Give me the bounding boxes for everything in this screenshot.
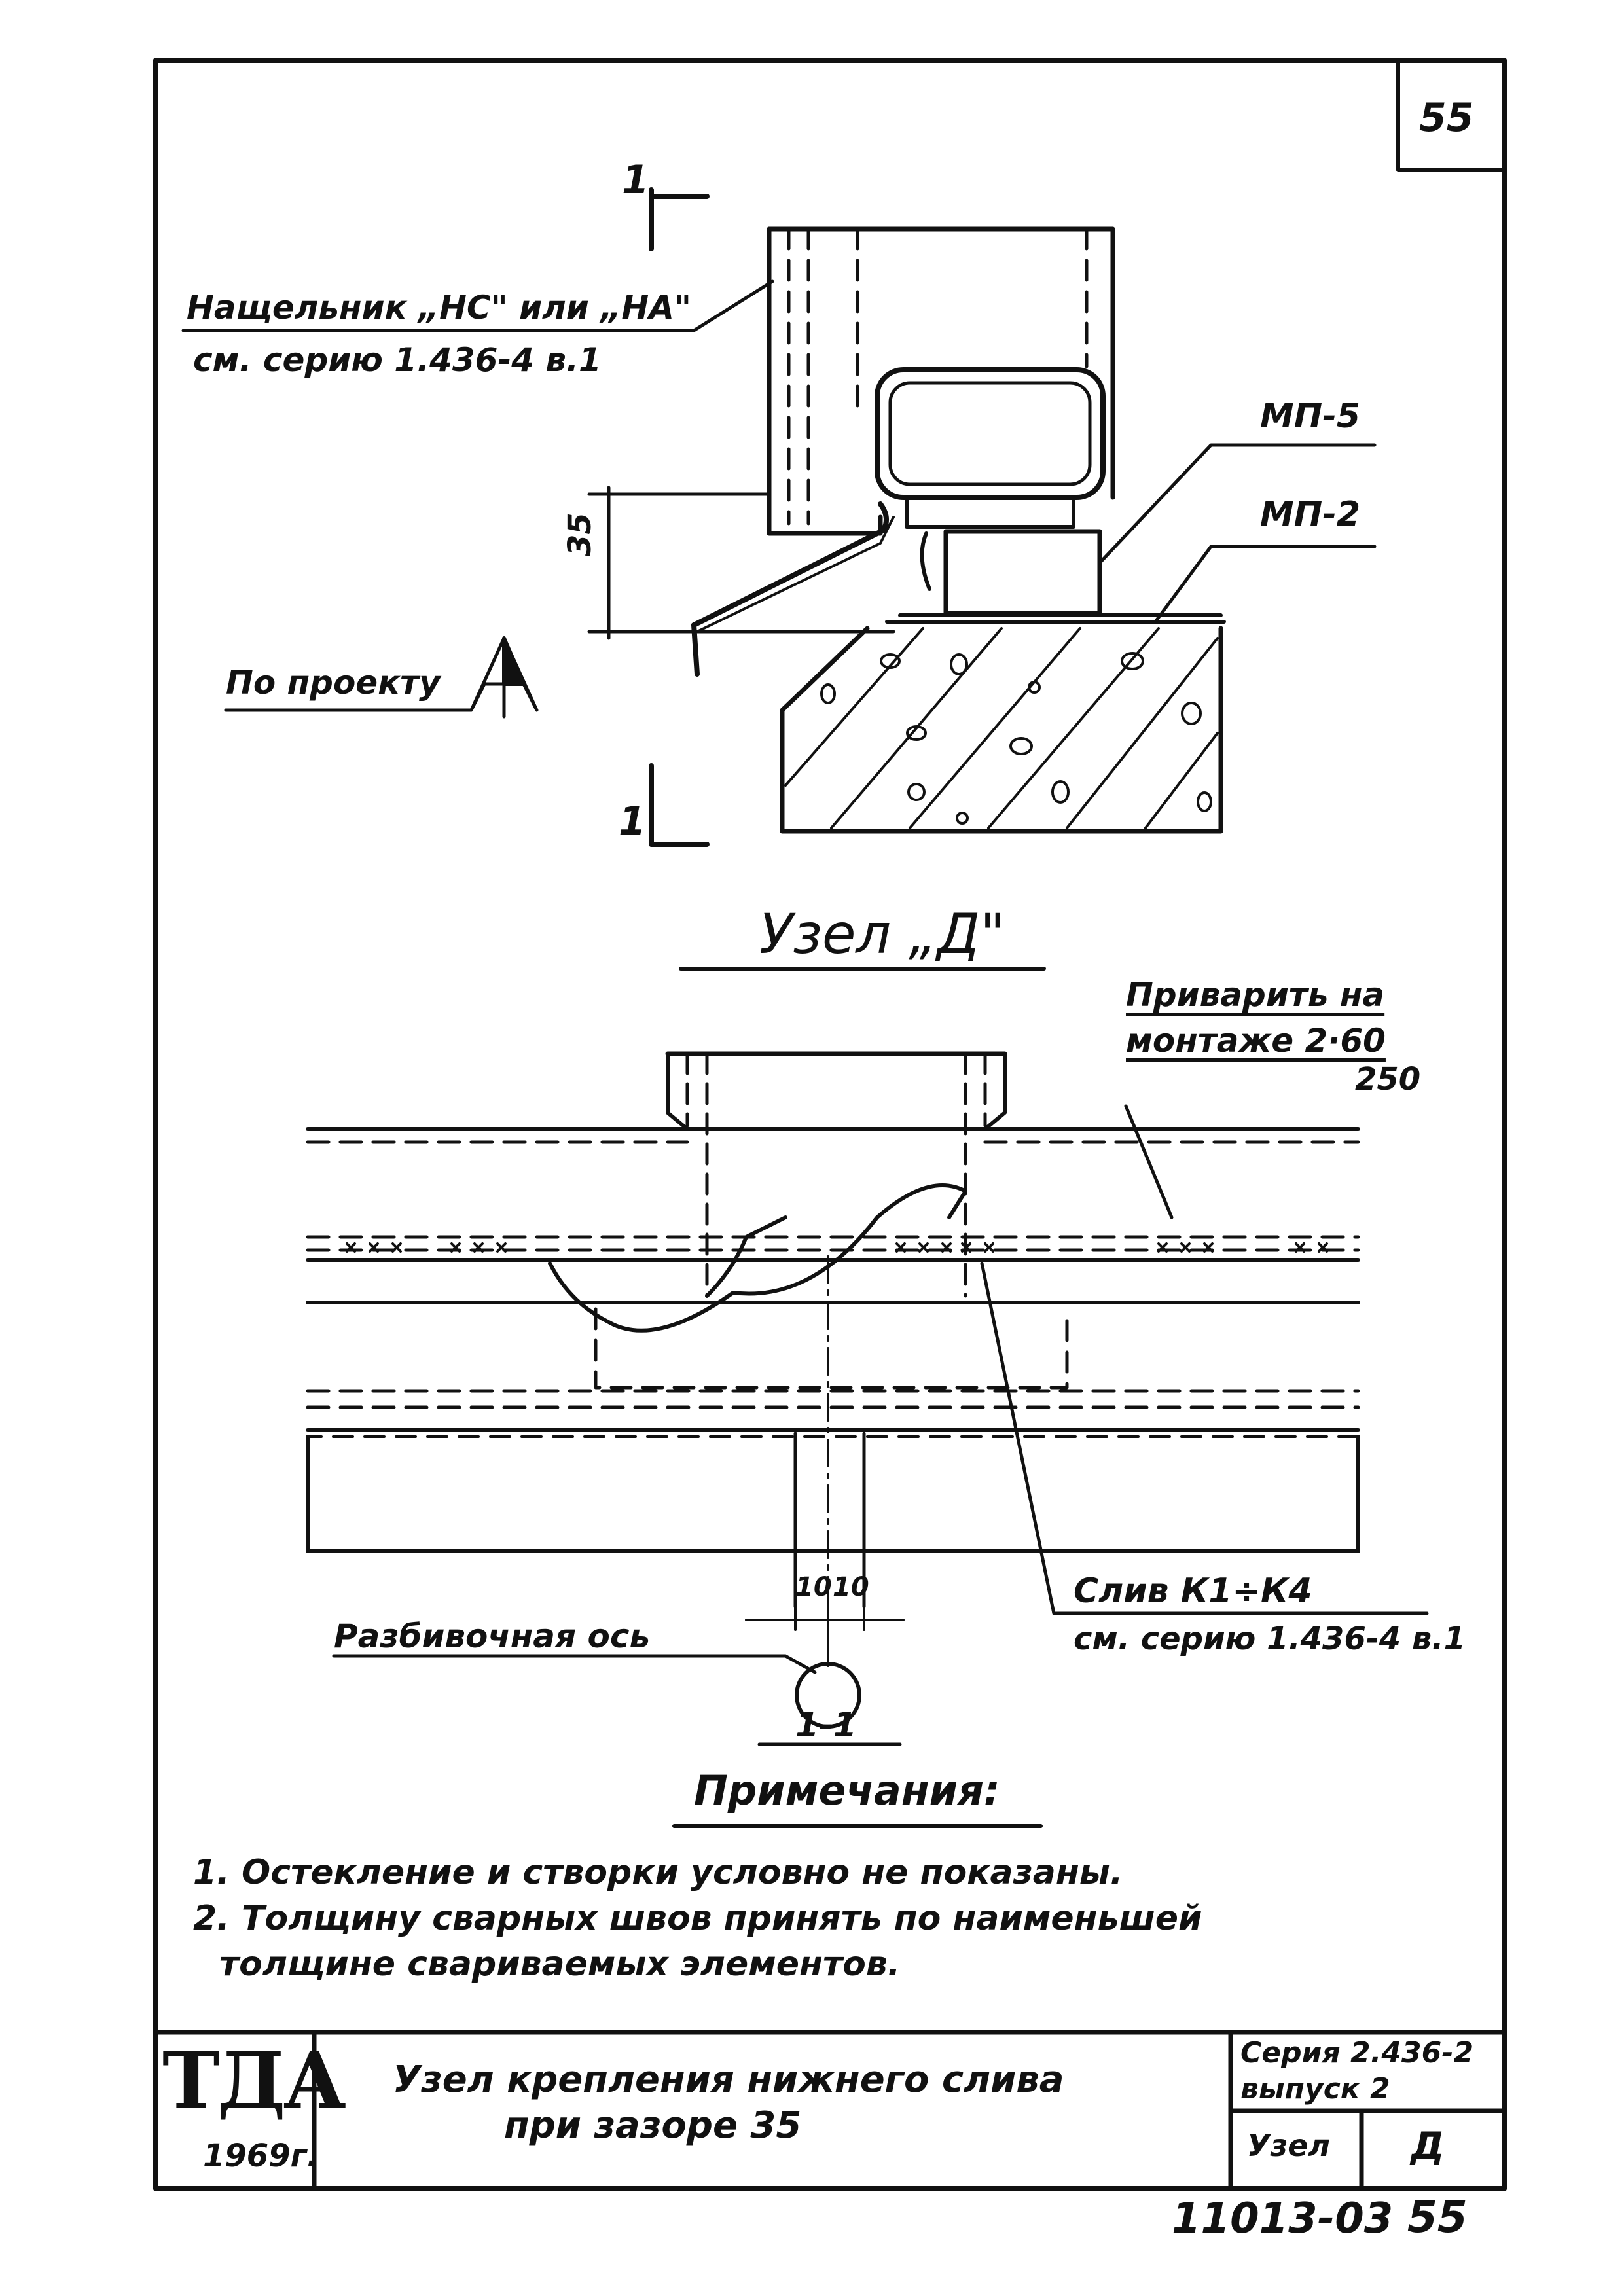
leader-mp5 xyxy=(1098,443,1377,565)
label-razbivochnaya-os: Разбивочная ось xyxy=(334,1617,651,1655)
label-nashchelnik-2: см. серию 1.436-4 в.1 xyxy=(193,341,602,379)
mp2-plate xyxy=(885,613,1226,624)
concrete-hatch xyxy=(784,627,1219,829)
concrete-base xyxy=(780,626,1223,834)
label-privarit-3: 250 xyxy=(1355,1061,1421,1098)
title-block-node-value: Д xyxy=(1411,2124,1445,2168)
tube xyxy=(875,367,1106,500)
label-sliv-1: Слив К1÷К4 xyxy=(1074,1572,1312,1611)
title-block-logo: ТДА xyxy=(162,2035,346,2126)
leader-mp2 xyxy=(1153,545,1377,624)
label-mp2: МП-2 xyxy=(1260,495,1361,534)
dim-10-right: 10 xyxy=(833,1572,869,1602)
page-number: 55 xyxy=(1419,95,1474,141)
dim-35-value: 35 xyxy=(562,512,598,556)
doc-number: 11013-03 xyxy=(1172,2195,1394,2243)
mullion-outer xyxy=(767,226,883,536)
label-mp5: МП-5 xyxy=(1260,397,1361,436)
title-block-issue: выпуск 2 xyxy=(1240,2072,1390,2106)
dim-10-left: 10 xyxy=(795,1572,832,1602)
axis-column xyxy=(793,1431,866,1609)
label-sliv-2: см. серию 1.436-4 в.1 xyxy=(1074,1621,1466,1657)
title-block-series: Серия 2.436-2 xyxy=(1240,2036,1474,2070)
section-mark: 1-1 xyxy=(795,1706,857,1745)
flashing xyxy=(691,501,889,677)
notes-title: Примечания: xyxy=(694,1767,1000,1814)
doc-page: 55 xyxy=(1407,2192,1468,2242)
title-block-year: 1969г. xyxy=(203,2138,319,2174)
mp5-block xyxy=(943,529,1102,616)
cut-mark-top xyxy=(649,187,710,251)
leader-sliv xyxy=(980,1261,1429,1615)
label-privarit-2: монтаже 2·60 xyxy=(1126,1022,1386,1060)
sheet-frame xyxy=(153,58,1507,2191)
node-d-drawing xyxy=(306,967,1429,1746)
section-drawing xyxy=(181,187,1377,847)
break-line xyxy=(548,1183,967,1333)
label-privarit-1: Приварить на xyxy=(1126,976,1385,1014)
leader-nashchelnik xyxy=(181,279,774,332)
note-2-line-1: 2. Толщину сварных швов принять по наиме… xyxy=(193,1899,1202,1938)
cut-mark-bottom xyxy=(649,763,710,847)
title-block-title-2: при зазоре 35 xyxy=(504,2104,802,2147)
leader-axis xyxy=(332,1654,817,1674)
note-2-line-2: толщине свариваемых элементов. xyxy=(219,1945,901,1984)
leader-privarit xyxy=(1124,1104,1174,1219)
dim-10-10 xyxy=(745,1596,905,1631)
title-block-title-1: Узел крепления нижнего слива xyxy=(393,2058,1064,2101)
sliv-bottom xyxy=(306,1435,1360,1553)
page-number-box xyxy=(1396,58,1506,172)
cut-label-top: 1 xyxy=(622,157,649,203)
label-nashchelnik-1: Нащельник „НС" или „НА" xyxy=(187,289,692,327)
cut-label-bottom: 1 xyxy=(619,799,646,844)
title-block-node-label: Узел xyxy=(1247,2128,1331,2163)
note-1: 1. Остекление и створки условно не показ… xyxy=(193,1853,1123,1892)
weld-marks xyxy=(346,1242,1328,1253)
title-block-frame xyxy=(153,2030,1507,2191)
dim-35-lines xyxy=(587,486,895,640)
concrete-aggregate xyxy=(820,652,1212,825)
label-po-proektu: По проекту xyxy=(226,664,441,702)
node-title: Узел „Д" xyxy=(759,902,1005,966)
